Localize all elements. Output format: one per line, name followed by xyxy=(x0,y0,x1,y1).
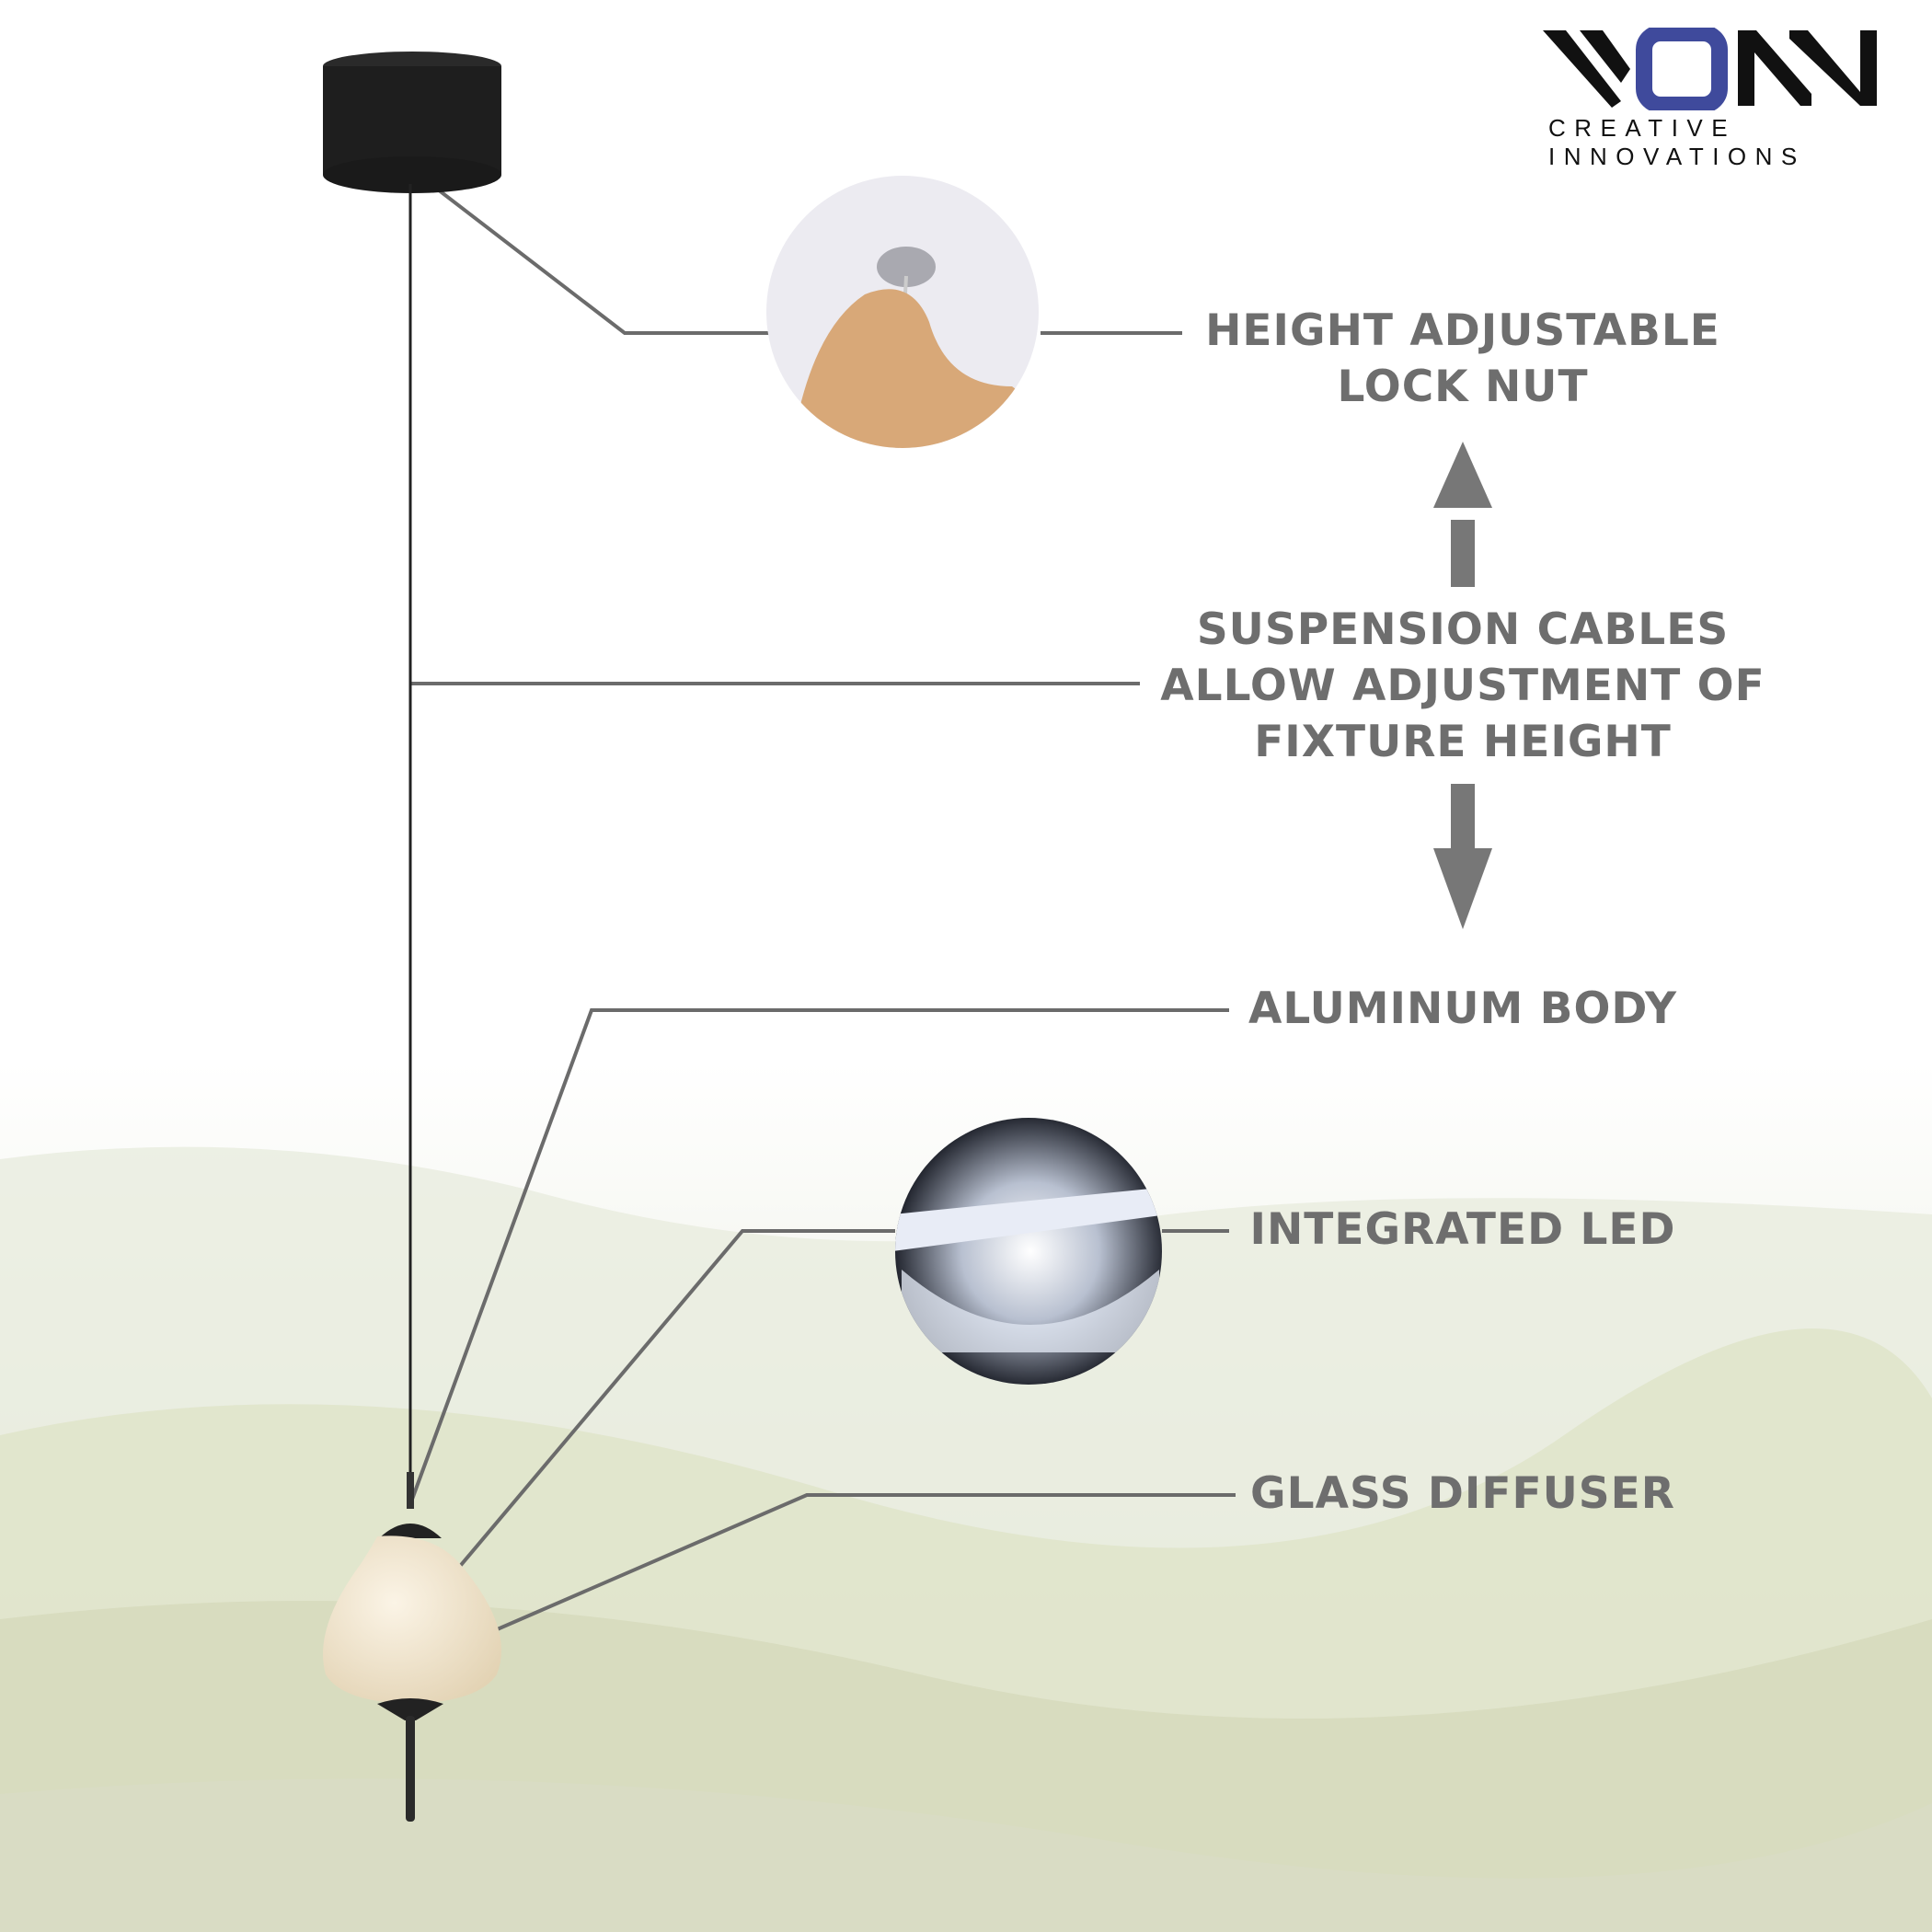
callout-integrated-led: INTEGRATED LED xyxy=(1249,1202,1675,1258)
callout-line: LOCK NUT xyxy=(1337,362,1589,412)
callout-line: FIXTURE HEIGHT xyxy=(1254,717,1672,767)
callout-line: ALUMINUM BODY xyxy=(1248,983,1678,1034)
callout-lock-nut: HEIGHT ADJUSTABLE LOCK NUT xyxy=(1205,303,1720,415)
brand-tagline: CREATIVE INNOVATIONS xyxy=(1548,114,1806,170)
pendant-fixture xyxy=(323,52,501,1822)
led-closeup-image xyxy=(895,1118,1162,1385)
callout-line: ALLOW ADJUSTMENT OF xyxy=(1160,661,1765,711)
leader-lines xyxy=(408,167,1236,1669)
lock-nut-closeup-image xyxy=(766,176,1039,448)
arrow-down-icon xyxy=(1433,784,1492,929)
callout-suspension-cables: SUSPENSION CABLES ALLOW ADJUSTMENT OF FI… xyxy=(1160,602,1765,770)
callout-line: INTEGRATED LED xyxy=(1249,1204,1676,1255)
vonn-logo xyxy=(1543,25,1897,114)
leader-aluminum xyxy=(408,1008,1229,1505)
leader-lock-nut xyxy=(408,167,770,335)
callout-line: SUSPENSION CABLES xyxy=(1196,604,1730,655)
leader-led xyxy=(420,1229,895,1613)
callout-line: GLASS DIFFUSER xyxy=(1250,1468,1675,1519)
arrow-up-icon xyxy=(1433,442,1492,587)
callout-aluminum-body: ALUMINUM BODY xyxy=(1248,981,1677,1037)
callout-glass-diffuser: GLASS DIFFUSER xyxy=(1250,1466,1675,1522)
callout-line: HEIGHT ADJUSTABLE xyxy=(1205,305,1720,356)
leader-glass xyxy=(409,1493,1236,1669)
